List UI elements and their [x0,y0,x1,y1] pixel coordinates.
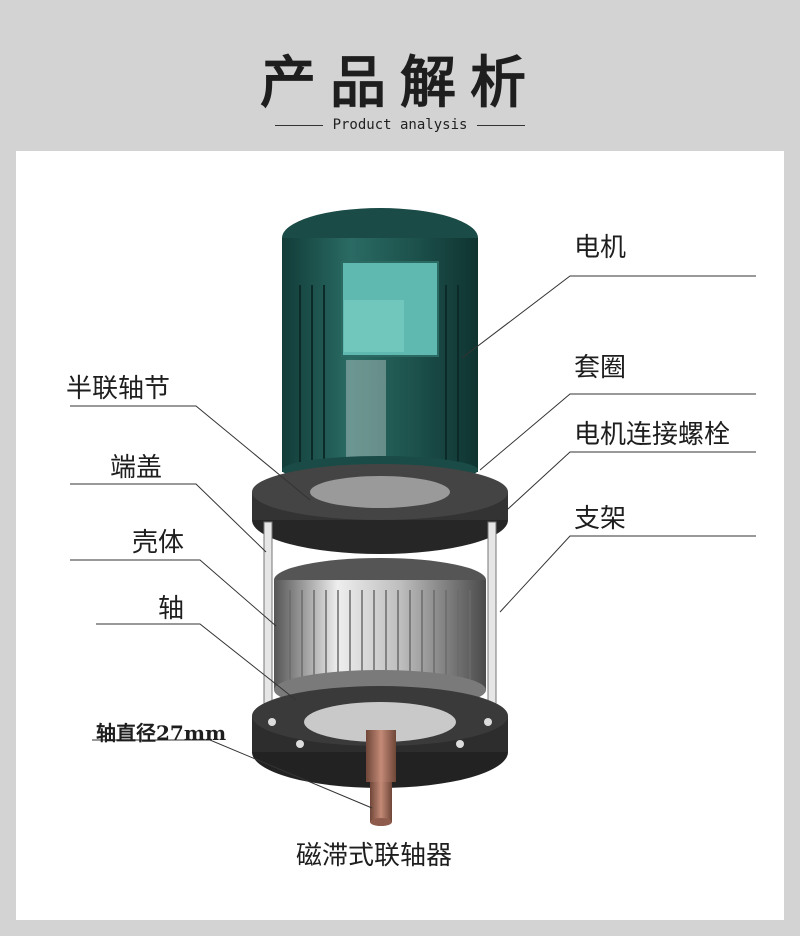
label-coupling-name: 磁滞式联轴器 [296,841,453,871]
label-shaft-diameter: 轴直径27mm [96,721,227,745]
divider-left [274,124,323,126]
housing-fins [289,590,471,688]
divider-right [477,124,526,126]
page-title: 产品解析 [260,51,540,116]
label-housing: 壳体 [132,528,185,558]
motor-fins [299,285,459,470]
label-motor-bolt: 电机连接螺栓 [574,420,731,450]
label-half-coupling: 半联轴节 [66,374,171,404]
label-end-cover: 端盖 [110,453,163,483]
top-flange [252,464,508,554]
motor [282,208,478,484]
page-subtitle: Product analysis [332,117,468,133]
label-bracket: 支架 [574,504,627,534]
label-shaft: 轴 [158,594,185,624]
subtitle-row: Product analysis [0,117,800,133]
leader-lines [70,275,756,809]
output-shaft [366,730,396,826]
label-sleeve: 套圈 [574,353,627,383]
label-motor: 电机 [574,233,627,263]
